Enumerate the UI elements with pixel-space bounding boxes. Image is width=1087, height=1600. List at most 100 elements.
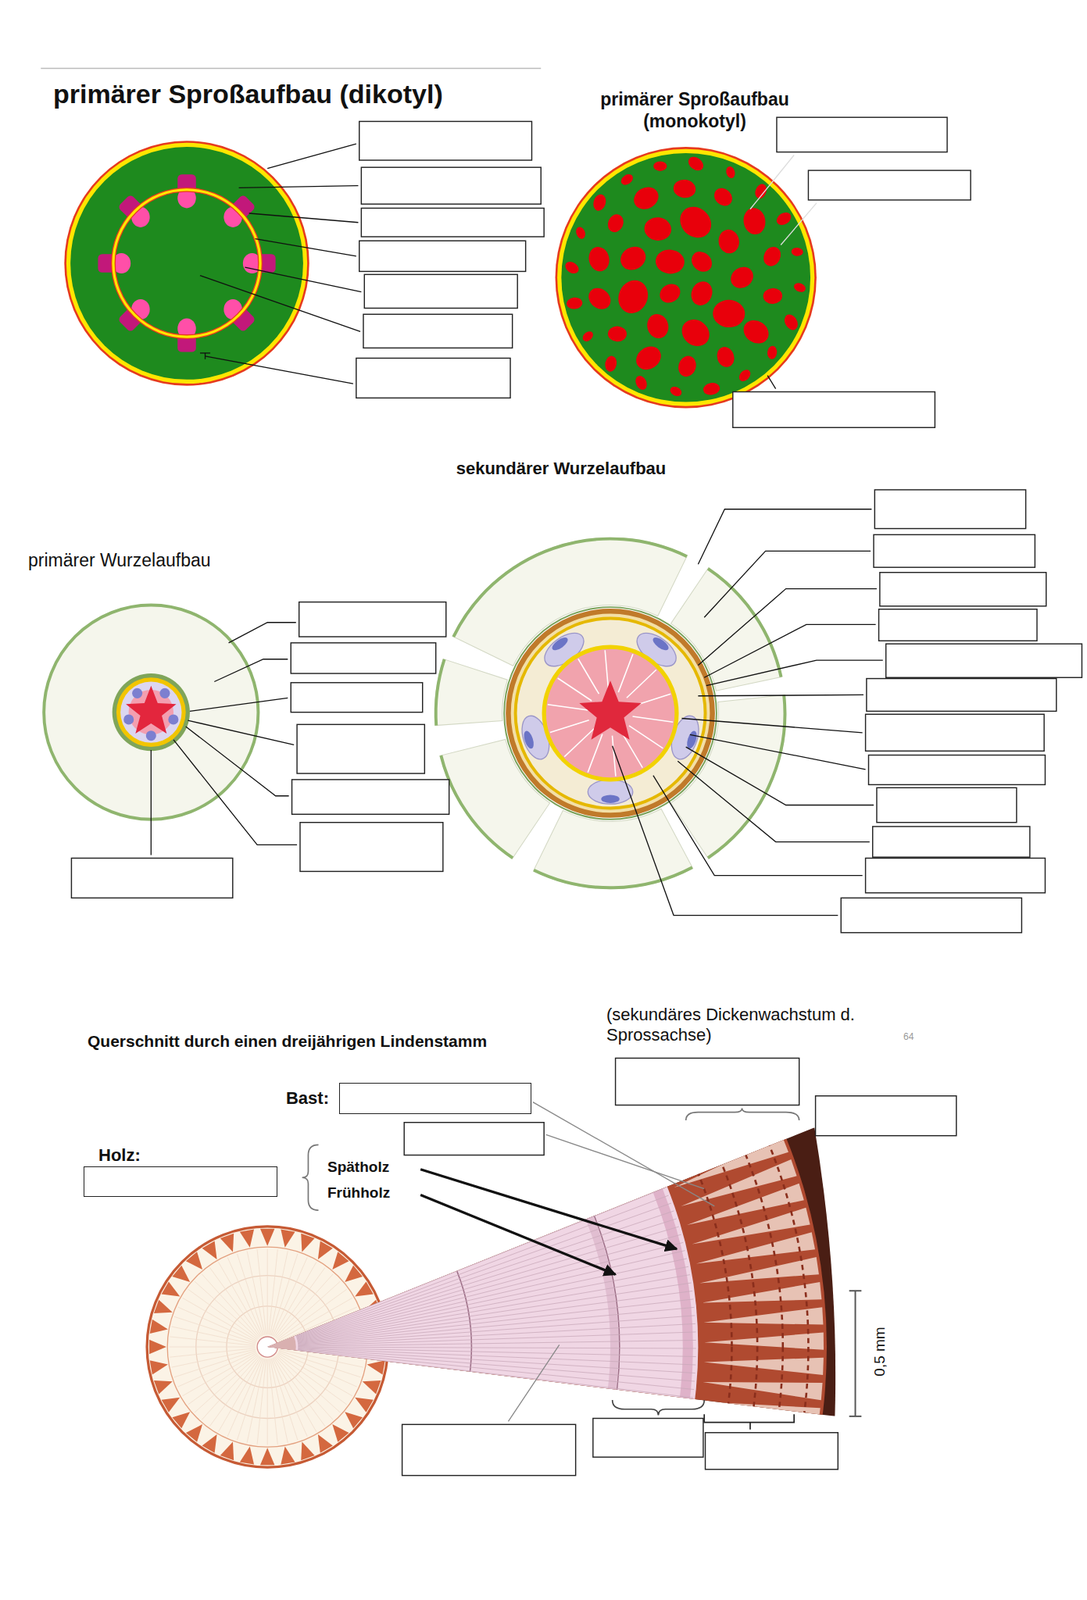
wood-ray bbox=[297, 1290, 693, 1343]
page-number: 64 bbox=[903, 1031, 914, 1043]
wood-ray bbox=[296, 1234, 682, 1340]
wood-ray bbox=[297, 1332, 696, 1347]
bast-wedge bbox=[318, 1240, 333, 1260]
wood-ray bbox=[297, 1347, 696, 1349]
wood-ray bbox=[297, 1351, 694, 1399]
hard-bast-band bbox=[0, 831, 784, 1600]
bast-wedge bbox=[344, 1265, 363, 1283]
vascular-bundle bbox=[563, 259, 582, 276]
answer-box bbox=[876, 787, 1017, 823]
answer-box bbox=[872, 826, 1030, 858]
answer-box bbox=[402, 1424, 576, 1476]
wood-ray bbox=[587, 734, 603, 773]
bast-wedge bbox=[280, 1230, 295, 1248]
bast-wedge bbox=[202, 1434, 218, 1454]
vascular-bundle bbox=[586, 244, 612, 274]
brace bbox=[302, 1144, 319, 1211]
wood-ray bbox=[277, 1354, 347, 1405]
wood-ray bbox=[557, 678, 592, 701]
wood-ray bbox=[267, 1249, 269, 1336]
primary-phloem bbox=[650, 635, 671, 653]
vascular-bundle bbox=[726, 262, 758, 293]
pointer-arrow bbox=[420, 1194, 616, 1275]
dilatation-wedge bbox=[703, 1307, 823, 1325]
vascular-bundle bbox=[584, 283, 616, 314]
wood-ray bbox=[622, 733, 644, 769]
wood-ray bbox=[171, 1349, 256, 1368]
vascular-bundle bbox=[774, 210, 794, 229]
vascular-bundle bbox=[644, 311, 672, 341]
wood-ray bbox=[297, 1299, 694, 1345]
wood-ray bbox=[296, 1226, 680, 1339]
wood-ray bbox=[218, 1358, 262, 1433]
vascular-bundle bbox=[673, 200, 718, 245]
vascular-bundle bbox=[753, 182, 769, 201]
bast-wedge bbox=[185, 1424, 203, 1443]
wood-ray bbox=[297, 1275, 691, 1343]
exodermis-remnant bbox=[440, 755, 513, 859]
answer-box bbox=[840, 897, 1022, 933]
wood-ray bbox=[297, 1348, 696, 1358]
annual-ring bbox=[63, 1143, 472, 1552]
answer-box bbox=[815, 1096, 957, 1137]
ground-tissue bbox=[561, 153, 811, 403]
bast-wedge bbox=[260, 1448, 275, 1466]
wood-zone bbox=[0, 916, 698, 1600]
vascular-bundle bbox=[716, 228, 741, 255]
dilatation-wedge bbox=[700, 1401, 821, 1426]
wood-ray bbox=[295, 1172, 659, 1335]
bast-wedge bbox=[332, 1251, 349, 1270]
vascular-bundle bbox=[712, 299, 746, 329]
answer-box bbox=[874, 489, 1026, 530]
wood-ray bbox=[296, 1251, 685, 1341]
latewood-band bbox=[0, 926, 688, 1600]
answer-box bbox=[879, 572, 1047, 607]
vascular-bundle bbox=[675, 353, 699, 380]
epidermis-edge bbox=[64, 140, 309, 386]
answer-box bbox=[865, 714, 1045, 751]
secondary-xylem bbox=[543, 647, 677, 780]
leader-line bbox=[677, 761, 870, 842]
vascular-bundle bbox=[766, 345, 778, 360]
answer-box: Holz: bbox=[83, 1166, 278, 1198]
leader-line bbox=[653, 775, 863, 877]
illustration-part bbox=[517, 626, 705, 805]
wood-ray bbox=[169, 1347, 256, 1349]
answer-box bbox=[404, 1122, 544, 1156]
wood-ray bbox=[257, 1249, 266, 1335]
answer-box bbox=[873, 534, 1035, 568]
vascular-bundle bbox=[591, 193, 608, 213]
bast-wedge bbox=[153, 1380, 173, 1395]
scale-bar-tick bbox=[849, 1415, 862, 1418]
vascular-bundle bbox=[618, 171, 635, 187]
vascular-bundle bbox=[685, 153, 706, 174]
vascular-bundle bbox=[725, 165, 737, 180]
answer-box bbox=[300, 822, 444, 873]
vascular-bundle bbox=[616, 242, 651, 275]
wood-ray bbox=[629, 725, 663, 749]
bast-wedge bbox=[300, 1442, 315, 1462]
leader-line bbox=[267, 143, 357, 169]
answer-box bbox=[290, 682, 422, 713]
subtitle: (sekundäres Dickenwachstum d. Sprossachs… bbox=[606, 1004, 904, 1047]
phloem-strand bbox=[132, 688, 143, 699]
primary-phloem bbox=[522, 729, 536, 751]
bast-wedge bbox=[260, 1229, 275, 1247]
answer-box bbox=[299, 602, 447, 637]
bast-wedge bbox=[344, 1412, 363, 1429]
answer-box bbox=[865, 858, 1046, 893]
vascular-bundle bbox=[736, 367, 753, 383]
leader-line bbox=[767, 375, 776, 390]
leader-line bbox=[205, 356, 354, 384]
answer-box bbox=[733, 392, 936, 429]
leader-line bbox=[255, 239, 357, 257]
answer-box bbox=[71, 858, 233, 898]
answer-box bbox=[290, 643, 436, 674]
bast-wedge bbox=[161, 1398, 181, 1413]
part-label: Spätholz bbox=[327, 1158, 390, 1177]
wood-ray bbox=[218, 1262, 262, 1337]
bast-wedge bbox=[318, 1434, 333, 1454]
wood-ray bbox=[178, 1351, 257, 1388]
